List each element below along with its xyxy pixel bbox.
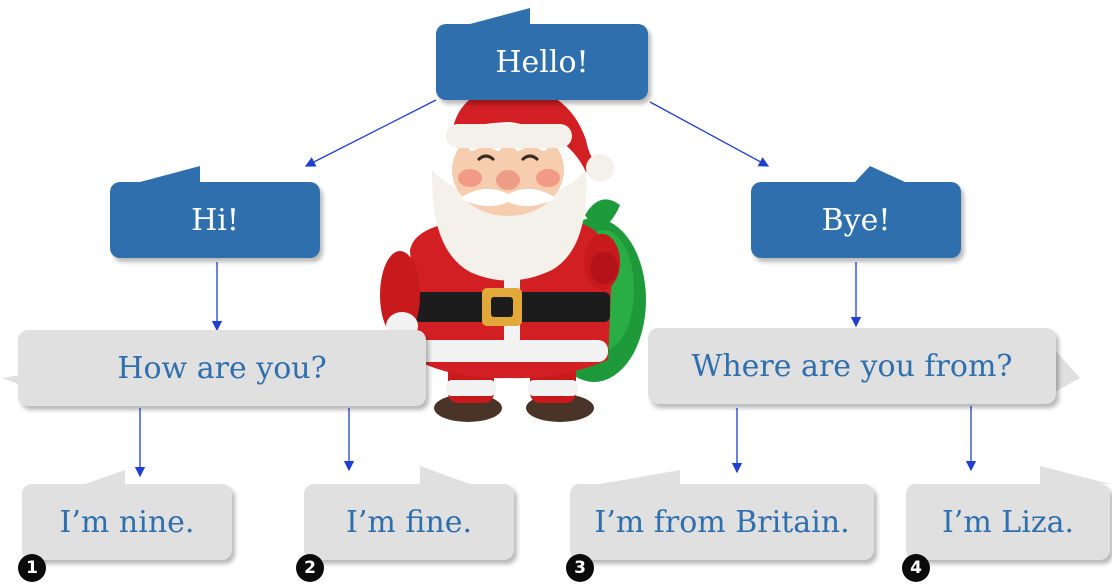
bye-bubble: Bye! (751, 182, 961, 258)
im-nine-text: I’m nine. (59, 504, 195, 540)
how-are-you-bubble: How are you? (18, 330, 426, 406)
where-bubble-tail (1055, 350, 1080, 392)
where-are-you-from-bubble: Where are you from? (648, 328, 1056, 404)
hi-text: Hi! (191, 202, 239, 238)
bye-text: Bye! (821, 202, 891, 238)
hello-bubble-tail (470, 8, 530, 24)
im-fine-bubble: I’m fine. (304, 484, 514, 560)
hi-bubble: Hi! (110, 182, 320, 258)
badge-2: 2 (296, 554, 324, 582)
fine-bubble-tail (420, 466, 470, 484)
hello-bubble: Hello! (436, 24, 648, 100)
arrow-hello-to-bye (649, 101, 770, 167)
britain-bubble-tail (600, 470, 680, 484)
where-are-you-from-text: Where are you from? (691, 348, 1013, 384)
hello-text: Hello! (495, 44, 589, 80)
bye-bubble-tail (855, 166, 905, 182)
im-liza-text: I’m Liza. (941, 504, 1075, 540)
im-from-britain-bubble: I’m from Britain. (570, 484, 874, 560)
how-are-you-text: How are you? (117, 350, 327, 386)
arrow-hello-to-hi (304, 99, 437, 167)
im-from-britain-text: I’m from Britain. (594, 504, 850, 540)
im-fine-text: I’m fine. (346, 504, 472, 540)
badge-3: 3 (566, 554, 594, 582)
im-liza-bubble: I’m Liza. (906, 484, 1110, 560)
hi-bubble-tail (140, 166, 200, 182)
badge-4: 4 (902, 554, 930, 582)
nine-bubble-tail (85, 470, 125, 484)
liza-bubble-tail (1040, 466, 1110, 484)
badge-1: 1 (18, 554, 46, 582)
im-nine-bubble: I’m nine. (22, 484, 232, 560)
